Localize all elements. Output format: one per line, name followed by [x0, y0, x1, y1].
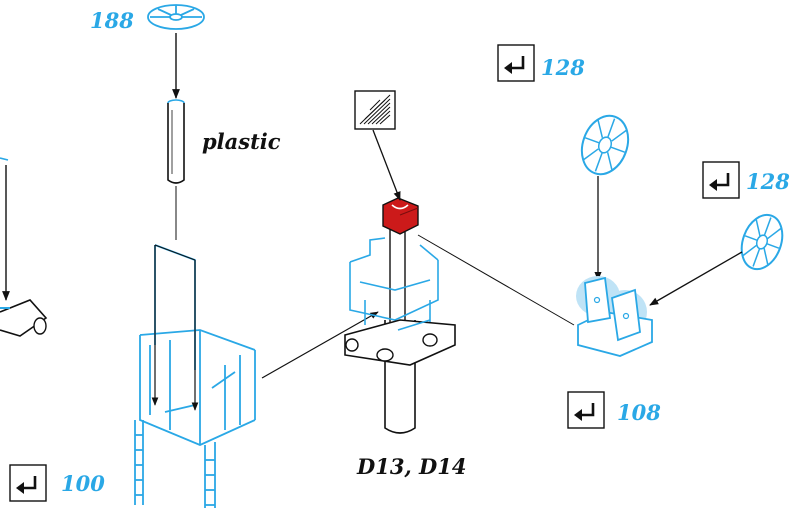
return-arrow-icon: [567, 391, 605, 429]
ref-108: 108: [617, 400, 661, 425]
ref-100: 100: [61, 471, 105, 496]
wheel-188-icon: [147, 4, 205, 30]
left-part-fragment: [0, 157, 48, 337]
hatched-swatch-icon: [354, 90, 396, 130]
return-arrow-icon: [9, 464, 47, 502]
material-label: plastic: [202, 129, 281, 154]
right-bracket: [576, 276, 653, 357]
red-part: [382, 197, 419, 235]
part-number-188: 188: [90, 8, 134, 33]
leader-line: [372, 129, 401, 201]
leader-line: [649, 251, 743, 306]
wheel-upper-icon: [580, 114, 630, 176]
return-arrow-icon: [497, 44, 535, 82]
assembly-label: D13, D14: [357, 454, 467, 479]
plastic-peg: [167, 99, 185, 184]
leader-line: [154, 244, 196, 261]
leader-line: [261, 311, 379, 379]
ref-128-top: 128: [541, 55, 585, 80]
ref-128-right: 128: [746, 169, 790, 194]
return-arrow-icon: [702, 161, 740, 199]
leader-line: [417, 234, 575, 326]
central-assembly: [344, 228, 456, 434]
wheel-right-icon: [740, 213, 784, 271]
